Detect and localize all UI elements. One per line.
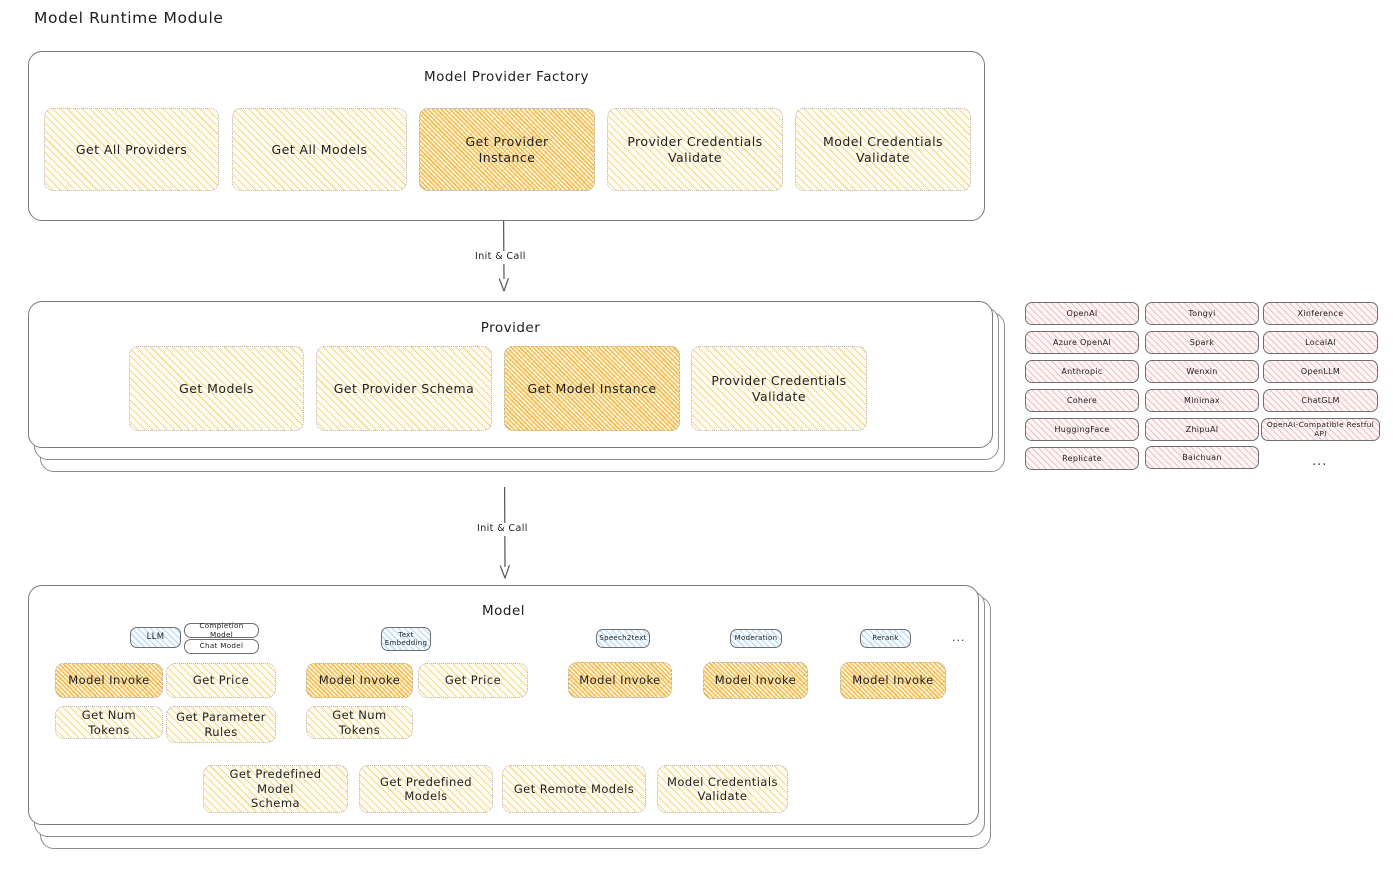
provider-chip-tongyi[interactable]: Tongyi — [1145, 302, 1259, 325]
llm-box-model-invoke[interactable]: Model Invoke — [55, 663, 163, 698]
model-common-box-model-credentials-validate[interactable]: Model Credentials Validate — [657, 765, 788, 813]
arrow-1-icon — [498, 220, 509, 292]
text-embedding-box-model-invoke[interactable]: Model Invoke — [306, 663, 413, 698]
text-embedding-box-get-num-tokens[interactable]: Get Num Tokens — [306, 706, 413, 739]
arrow-provider-to-model-label: Init & Call — [474, 523, 531, 536]
factory-box-provider-credentials-validate[interactable]: Provider Credentials Validate — [607, 108, 783, 191]
provider-chip-minimax[interactable]: Minimax — [1145, 389, 1259, 412]
provider-chip-openai[interactable]: OpenAI — [1025, 302, 1139, 325]
provider-chip-replicate[interactable]: Replicate — [1025, 447, 1139, 470]
page-title: Model Runtime Module — [34, 9, 224, 27]
speech2text-box-model-invoke[interactable]: Model Invoke — [568, 662, 672, 698]
provider-chip-wenxin[interactable]: Wenxin — [1145, 360, 1259, 383]
provider-box-get-models[interactable]: Get Models — [129, 346, 304, 431]
model-subtag-chat-model[interactable]: Chat Model — [184, 639, 259, 654]
provider-chip-baichuan[interactable]: Baichuan — [1145, 446, 1259, 469]
provider-chip-anthropic[interactable]: Anthropic — [1025, 360, 1139, 383]
factory-box-get-all-providers[interactable]: Get All Providers — [44, 108, 219, 191]
moderation-box-model-invoke[interactable]: Model Invoke — [703, 662, 808, 699]
arrow-factory-to-provider-label: Init & Call — [472, 251, 529, 264]
model-common-box-get-remote-models[interactable]: Get Remote Models — [502, 765, 646, 813]
provider-chip-spark[interactable]: Spark — [1145, 331, 1259, 354]
model-subtag-completion-model[interactable]: Completion Model — [184, 622, 259, 638]
factory-box-get-provider-instance[interactable]: Get Provider Instance — [419, 108, 595, 191]
llm-box-get-num-tokens[interactable]: Get Num Tokens — [55, 706, 163, 739]
provider-chip-openllm[interactable]: OpenLLM — [1263, 360, 1378, 383]
model-common-box-get-predefined-models[interactable]: Get Predefined Models — [359, 765, 493, 813]
provider-list-more-ellipsis: ... — [1312, 454, 1328, 469]
model-common-box-get-predefined-model-schema[interactable]: Get Predefined Model Schema — [203, 765, 348, 813]
model-type-tag-speech2text[interactable]: Speech2text — [596, 629, 650, 648]
provider-box-get-provider-schema[interactable]: Get Provider Schema — [316, 346, 492, 431]
model-provider-factory-title: Model Provider Factory — [423, 69, 589, 85]
model-type-tag-text-embedding[interactable]: Text Embedding — [381, 627, 431, 651]
provider-title: Provider — [480, 320, 541, 336]
model-types-more-ellipsis: ... — [952, 631, 966, 644]
model-type-tag-rerank[interactable]: Rerank — [860, 629, 911, 648]
factory-box-model-credentials-validate[interactable]: Model Credentials Validate — [795, 108, 971, 191]
model-type-tag-llm[interactable]: LLM — [130, 627, 181, 648]
provider-chip-zhipuai[interactable]: ZhipuAI — [1145, 418, 1259, 441]
model-title: Model — [481, 603, 526, 619]
llm-box-get-parameter-rules[interactable]: Get Parameter Rules — [166, 706, 276, 743]
provider-box-provider-credentials-validate[interactable]: Provider Credentials Validate — [691, 346, 867, 431]
model-type-tag-moderation[interactable]: Moderation — [730, 629, 782, 648]
provider-chip-chatglm[interactable]: ChatGLM — [1263, 389, 1378, 412]
provider-chip-xinference[interactable]: Xinference — [1263, 302, 1378, 325]
text-embedding-box-get-price[interactable]: Get Price — [418, 663, 528, 698]
arrow-factory-to-provider — [494, 220, 514, 296]
provider-chip-cohere[interactable]: Cohere — [1025, 389, 1139, 412]
rerank-box-model-invoke[interactable]: Model Invoke — [840, 662, 946, 699]
provider-chip-azure-openai[interactable]: Azure OpenAI — [1025, 331, 1139, 354]
provider-box-get-model-instance[interactable]: Get Model Instance — [504, 346, 680, 431]
factory-box-get-all-models[interactable]: Get All Models — [232, 108, 407, 191]
provider-chip-openai-compatible-restful-api[interactable]: OpenAI-Compatible Restful API — [1261, 418, 1380, 441]
provider-chip-huggingface[interactable]: HuggingFace — [1025, 418, 1139, 441]
llm-box-get-price[interactable]: Get Price — [166, 663, 276, 698]
provider-chip-localai[interactable]: LocalAI — [1263, 331, 1378, 354]
